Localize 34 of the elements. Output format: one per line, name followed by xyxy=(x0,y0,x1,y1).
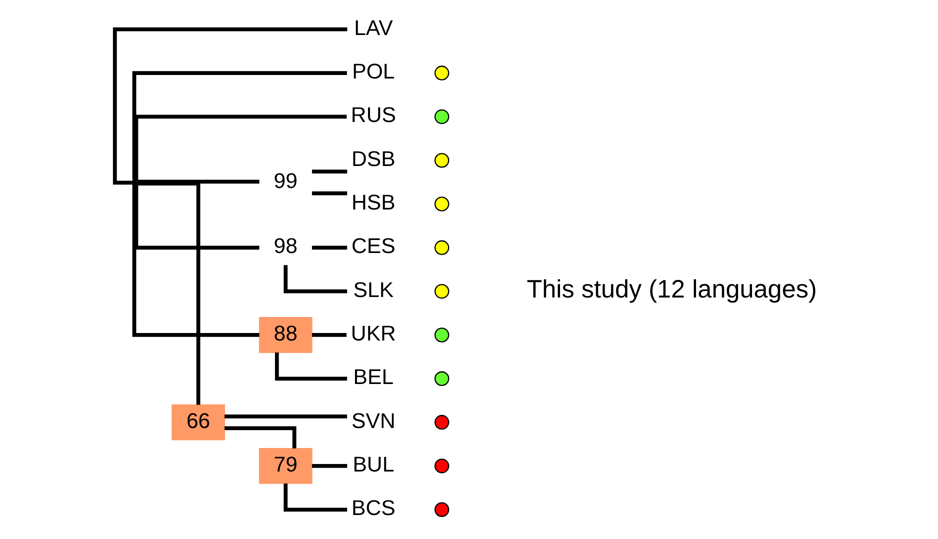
connector xyxy=(311,464,347,468)
node-box: 66 xyxy=(171,404,224,440)
node-text: HSB xyxy=(351,190,395,214)
node-text: RUS xyxy=(350,103,396,128)
connector xyxy=(311,333,346,337)
node-box: 79 xyxy=(258,448,312,484)
node-text: UKR xyxy=(350,321,396,346)
connector xyxy=(136,180,259,184)
node-text: SVN xyxy=(351,408,395,433)
connector xyxy=(136,182,200,405)
connector xyxy=(311,191,347,196)
connector xyxy=(283,265,347,294)
connector xyxy=(132,71,346,180)
connector xyxy=(134,114,346,180)
connector xyxy=(311,246,347,250)
node-text: BEL xyxy=(352,365,394,390)
connector xyxy=(134,184,259,250)
node-text: BUL xyxy=(352,452,394,476)
label: This study (12 languages) xyxy=(526,275,816,304)
node-text: LAV xyxy=(354,16,392,40)
node-text: CES xyxy=(351,234,395,258)
node-point xyxy=(130,179,138,186)
connector xyxy=(224,414,347,418)
connector xyxy=(274,352,347,381)
node-box: 88 xyxy=(258,317,312,353)
connector xyxy=(311,170,347,174)
connector xyxy=(283,483,347,512)
node-text: DSB xyxy=(351,146,395,171)
node-text: SLK xyxy=(352,278,394,302)
connector xyxy=(132,186,259,337)
node-text: BCS xyxy=(351,496,395,520)
node-text: POL xyxy=(352,59,394,84)
node-text: 99 xyxy=(273,169,298,194)
node-text: 98 xyxy=(273,234,298,258)
